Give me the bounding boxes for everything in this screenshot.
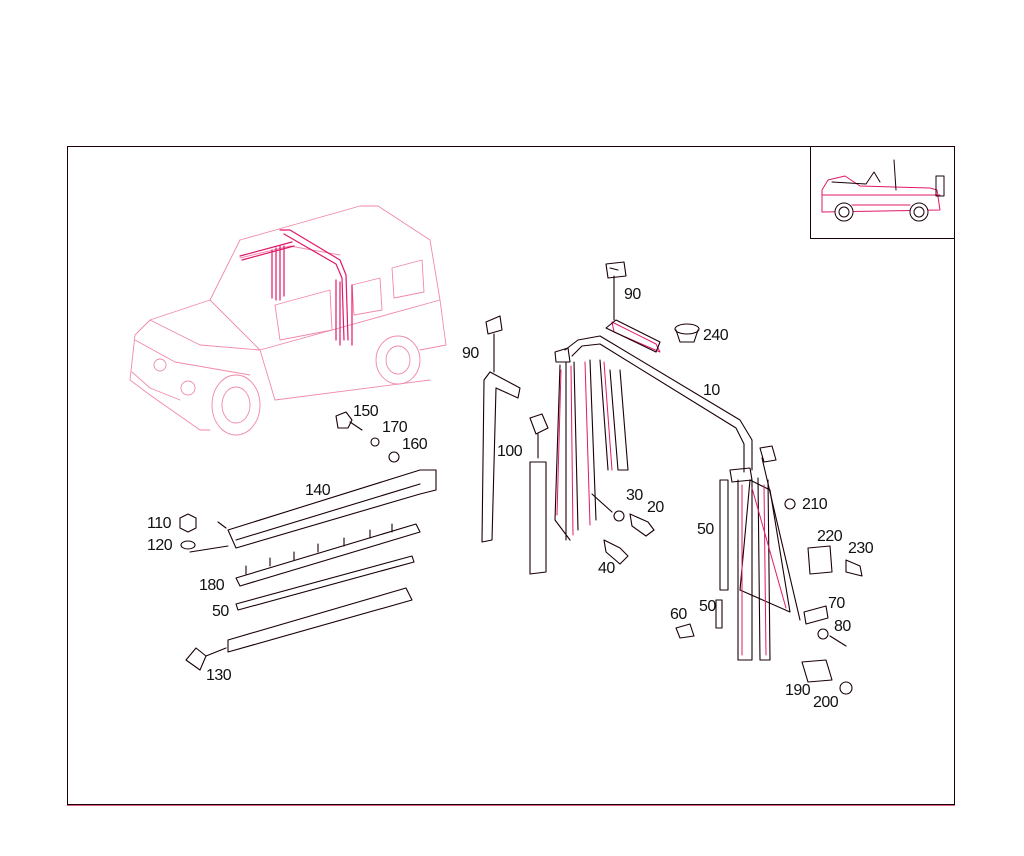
rollbar-accent-strokes: [556, 321, 787, 656]
callout-170[interactable]: 170: [382, 419, 408, 436]
callout-50-upper[interactable]: 50: [697, 521, 714, 538]
grommet-part-240: [674, 323, 700, 343]
inset-vehicle-icon: [821, 159, 945, 222]
strip-part-180: [235, 523, 421, 587]
fasteners-150-160-170: [335, 411, 400, 463]
clip-part-90: [485, 261, 627, 373]
callout-210[interactable]: 210: [802, 496, 828, 513]
callout-110[interactable]: 110: [147, 515, 172, 532]
callout-50-rail[interactable]: 50: [212, 603, 229, 620]
callout-140[interactable]: 140: [305, 482, 331, 499]
callout-90-top[interactable]: 90: [624, 286, 641, 303]
callout-130[interactable]: 130: [206, 667, 232, 684]
callout-150[interactable]: 150: [353, 403, 379, 420]
rollbar-pad: [605, 319, 661, 353]
tube-part-130: [185, 587, 413, 671]
callout-160[interactable]: 160: [402, 436, 428, 453]
callout-30[interactable]: 30: [626, 487, 643, 504]
callout-10[interactable]: 10: [703, 382, 720, 399]
callout-60[interactable]: 60: [670, 606, 687, 623]
vehicle-inset-box: [810, 146, 955, 239]
diagram-frame: [67, 146, 955, 805]
callout-50-lower[interactable]: 50: [699, 598, 716, 615]
strip-part-50: [235, 555, 415, 611]
callout-220[interactable]: 220: [817, 528, 843, 545]
fasteners-right: [675, 498, 863, 695]
callout-190[interactable]: 190: [785, 682, 811, 699]
main-rollbar-part-10: [554, 335, 801, 661]
tube-part-90: [481, 371, 521, 543]
callout-40[interactable]: 40: [598, 560, 615, 577]
callout-180[interactable]: 180: [199, 577, 225, 594]
callout-90-left[interactable]: 90: [462, 345, 479, 362]
nuts-110-120: [179, 513, 229, 553]
callout-20[interactable]: 20: [647, 499, 664, 516]
callout-240[interactable]: 240: [703, 327, 729, 344]
callout-70[interactable]: 70: [828, 595, 845, 612]
callout-100[interactable]: 100: [497, 443, 523, 460]
callout-230[interactable]: 230: [848, 540, 874, 557]
ghost-rollbar-highlight: [239, 229, 353, 346]
rail-part-140: [217, 469, 437, 549]
part-100: [529, 413, 549, 575]
fasteners-20-30-40: [591, 493, 655, 565]
callout-80[interactable]: 80: [834, 618, 851, 635]
callout-200[interactable]: 200: [813, 694, 839, 711]
callout-120[interactable]: 120: [147, 537, 173, 554]
ghost-vehicle-illustration: [129, 205, 447, 436]
